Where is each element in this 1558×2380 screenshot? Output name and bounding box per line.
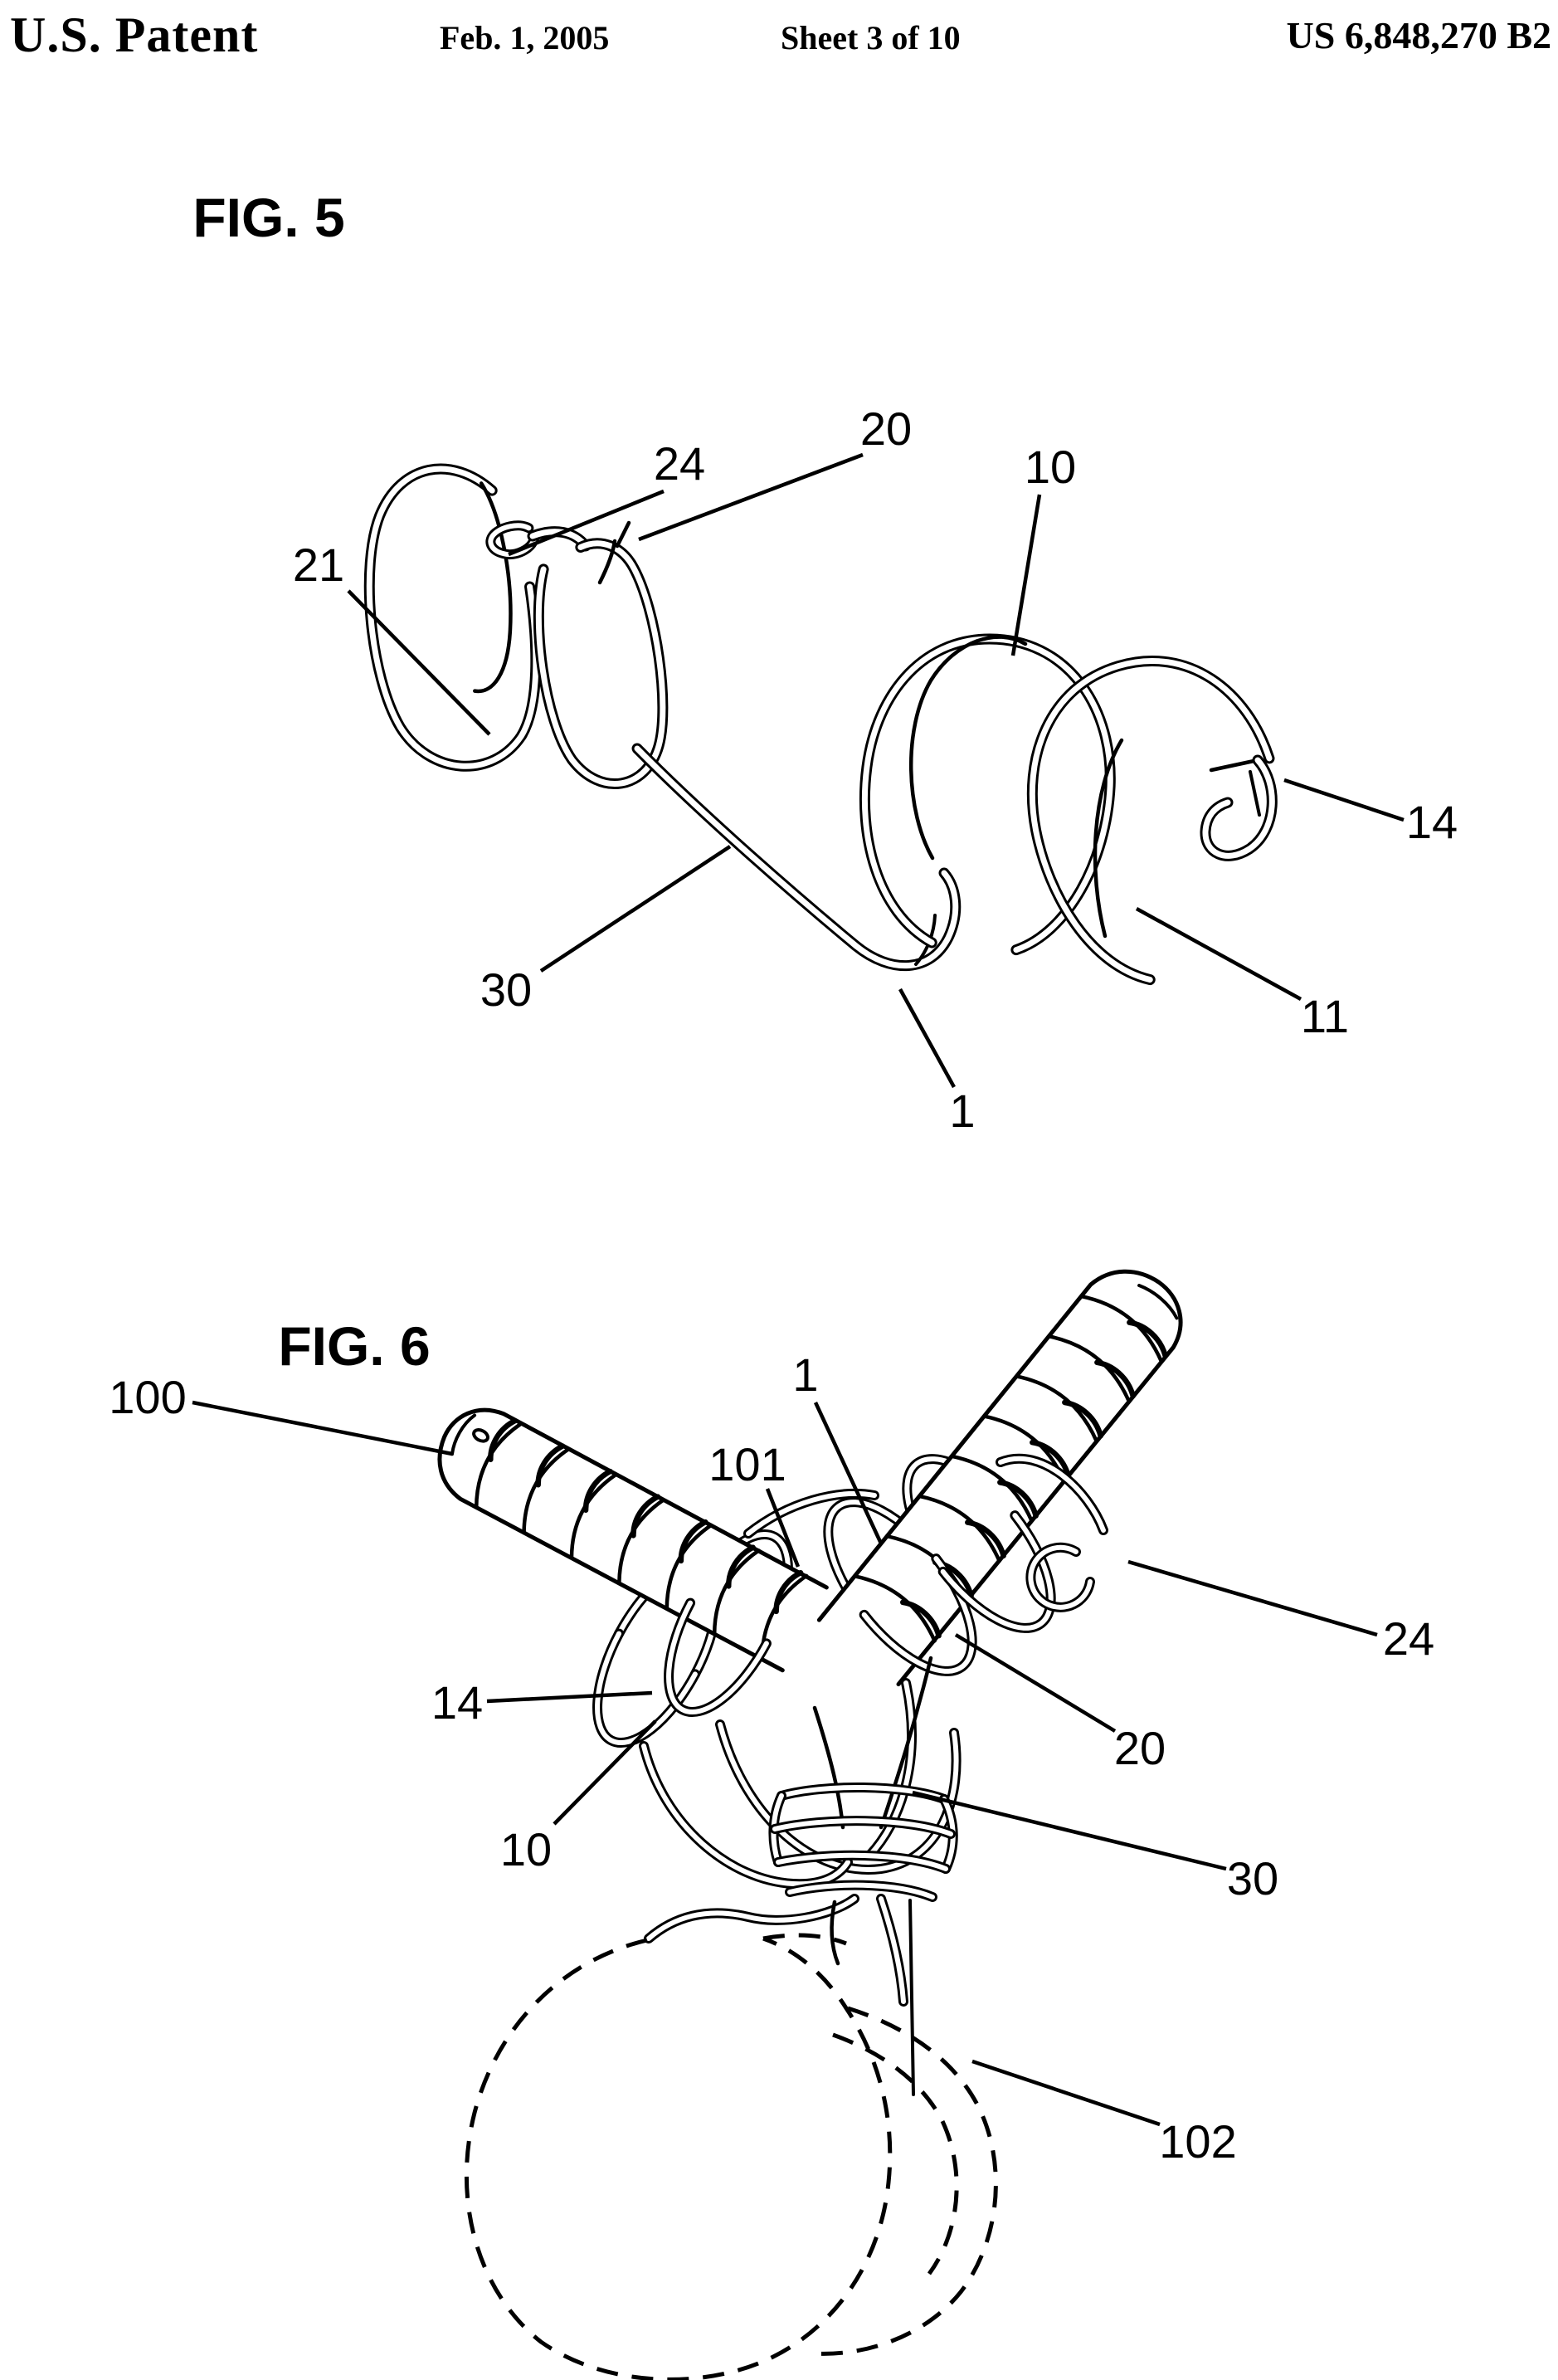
header-patent-number: US 6,848,270 B2 xyxy=(1286,14,1551,56)
fig6-ref-numeral-30: 30 xyxy=(1227,1852,1278,1904)
fig6-leader-14 xyxy=(486,1690,653,1704)
wire-end-hook-chord xyxy=(1209,758,1260,773)
wire-end-hook-tip xyxy=(1249,770,1261,817)
tube-core xyxy=(718,1722,959,1872)
balloon-neck-strand xyxy=(830,1900,840,1966)
fig6-ref-numeral-14: 14 xyxy=(431,1676,483,1729)
header: U.S. Patent Feb. 1, 2005 Sheet 3 of 10 U… xyxy=(0,0,1558,75)
fig5-ref-numeral-10: 10 xyxy=(1025,441,1076,493)
fig6-ref-numeral-24: 24 xyxy=(1383,1612,1434,1665)
tube-core xyxy=(879,1896,906,2004)
fig5-ref-numeral-1: 1 xyxy=(949,1085,975,1137)
fig6-ref-numeral-20: 20 xyxy=(1114,1722,1166,1774)
fig6-leader-102 xyxy=(971,2059,1161,2127)
fig5-leader-24 xyxy=(508,489,665,557)
fig5-title: FIG. 5 xyxy=(192,187,344,248)
fig5-leader-30 xyxy=(539,845,732,973)
fig6-leader-30 xyxy=(912,1790,1227,1871)
tube-core xyxy=(646,1896,857,1941)
fig5-labels: 21 24 20 10 14 11 30 1 xyxy=(293,402,1458,1137)
header-patent-office: U.S. Patent xyxy=(10,7,259,62)
tube-core xyxy=(1029,657,1273,983)
fig6-leader-10 xyxy=(553,1719,657,1826)
wire-coil-turn-2 xyxy=(1026,655,1275,986)
tube-core xyxy=(787,1882,935,1900)
header-sheet-info: Sheet 3 of 10 xyxy=(781,19,961,56)
tube-core xyxy=(1202,757,1275,859)
tube-core xyxy=(776,1852,948,1871)
tube-core xyxy=(1028,1544,1093,1610)
fig5-leader-1 xyxy=(898,988,956,1089)
junction-strand-2 xyxy=(879,1656,933,1830)
fig6-title: FIG. 6 xyxy=(278,1315,430,1377)
balloon-outline xyxy=(464,1933,998,2380)
fig6-ref-numeral-101: 101 xyxy=(708,1438,786,1490)
fig6-ref-numeral-102: 102 xyxy=(1159,2115,1236,2168)
graft-limb-left xyxy=(437,1407,829,1673)
fig5-ref-numeral-30: 30 xyxy=(480,963,532,1016)
tube-core xyxy=(666,1600,769,1714)
fig5-leader-21 xyxy=(347,589,491,736)
fig6-leader-1 xyxy=(813,1402,884,1544)
tube-core xyxy=(595,1631,698,1745)
fig5-ref-numeral-11: 11 xyxy=(1301,990,1349,1042)
tube-core xyxy=(772,1818,953,1836)
wire-inner-tip-line xyxy=(615,520,631,549)
fig5-leader-20 xyxy=(638,452,864,542)
wire-small-curl xyxy=(485,520,540,560)
fig6-leader-20 xyxy=(954,1633,1117,1733)
tube-core xyxy=(998,1456,1106,1533)
fig6-leader-101 xyxy=(765,1488,801,1568)
tube-core xyxy=(488,523,538,558)
tube-core xyxy=(634,745,959,969)
wire-coil2-inner-line xyxy=(1093,738,1124,939)
junction-strand-1 xyxy=(812,1705,845,1830)
fig5-ref-numeral-14: 14 xyxy=(1406,796,1458,848)
fig6-ref-numeral-1: 1 xyxy=(792,1349,818,1401)
balloon-inner-strand xyxy=(908,1899,915,2096)
limb-tip-mark xyxy=(472,1428,489,1443)
tube-core xyxy=(366,466,539,769)
fig5-ref-numeral-24: 24 xyxy=(654,437,705,490)
fig6-leader-24 xyxy=(1127,1559,1378,1637)
fig6-leader-100 xyxy=(192,1400,453,1456)
wire-left-loop xyxy=(363,463,542,772)
tube-core xyxy=(535,540,666,787)
fig5-drawing: FIG. 5 xyxy=(192,187,1458,1137)
fig6-ref-numeral-10: 10 xyxy=(500,1823,552,1875)
fig6-ref-numeral-100: 100 xyxy=(109,1371,186,1423)
wire-inner-edge-line xyxy=(597,539,617,585)
tube-core xyxy=(862,636,1113,953)
wire-bend-segment xyxy=(631,743,962,972)
wire-middle-loop xyxy=(533,538,669,789)
fig6-drawing: FIG. 6 xyxy=(109,1269,1434,2380)
tube-core xyxy=(746,1491,877,1536)
fig5-leader-11 xyxy=(1135,907,1302,1001)
fig5-ref-numeral-20: 20 xyxy=(860,402,912,455)
fig5-leader-10 xyxy=(1010,494,1042,656)
fig5-ref-numeral-21: 21 xyxy=(293,539,344,591)
wire-coil1-inner-line xyxy=(909,635,1028,861)
wire-coil-turn-1 xyxy=(859,633,1116,956)
tube-core xyxy=(641,1744,850,1887)
graft-limb-right xyxy=(816,1269,1183,1687)
header-date: Feb. 1, 2005 xyxy=(440,19,610,56)
fig5-leader-14 xyxy=(1283,778,1405,822)
